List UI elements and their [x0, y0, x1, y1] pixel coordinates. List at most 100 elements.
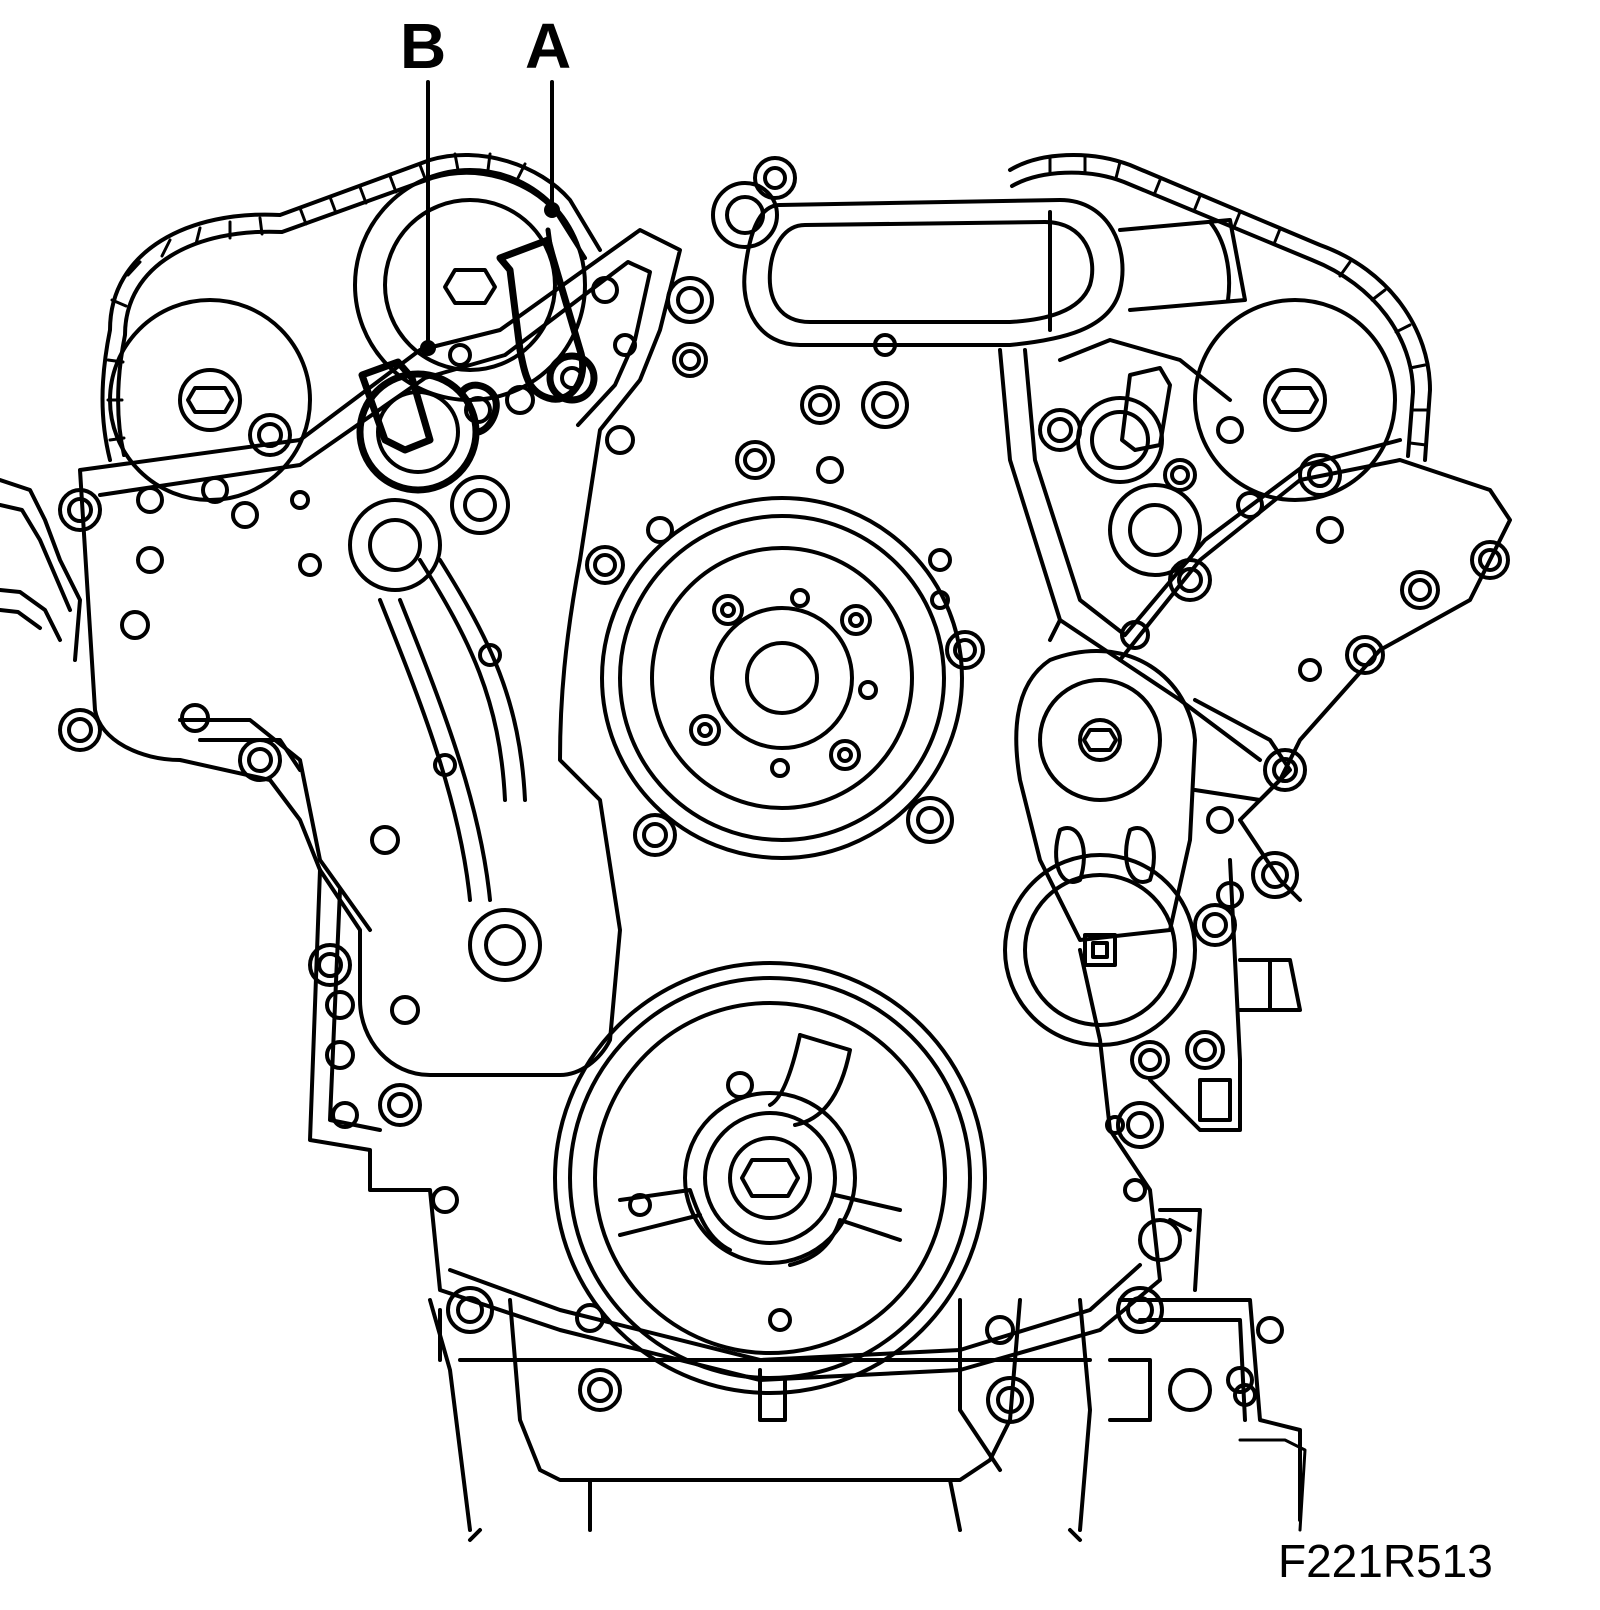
bolt-head [370, 825, 400, 855]
bolt-head [448, 343, 472, 367]
bolt-head [390, 995, 420, 1025]
bolt-washer [1126, 1111, 1154, 1139]
bolt-head [1298, 453, 1342, 497]
bolt-head [605, 425, 635, 455]
bolt-washer [1047, 417, 1073, 443]
bolt-head [816, 456, 844, 484]
bolt-head [1298, 658, 1322, 682]
bolt-head [1105, 1115, 1125, 1135]
bolt-head [1108, 483, 1202, 577]
bolt-washer [916, 806, 944, 834]
bolt-head [201, 476, 229, 504]
bolt-head [58, 488, 102, 532]
bolt-washer [1138, 1048, 1162, 1072]
right-camshaft-sprocket [1193, 298, 1397, 502]
bolt-head [1163, 458, 1197, 492]
bolt-washer [387, 1092, 413, 1118]
bolt-washer [257, 422, 283, 448]
bolt-head [298, 553, 322, 577]
bolt-head [1185, 1030, 1225, 1070]
bolt-head [120, 610, 150, 640]
bolt-head [325, 990, 355, 1020]
water-pump-pulley [600, 496, 964, 860]
bolt-head [1236, 491, 1264, 519]
bolts [58, 276, 1510, 1424]
bolt-head [1316, 516, 1344, 544]
bolt-washer [1170, 465, 1190, 485]
bolt-head [290, 490, 310, 510]
right-chain-links [1048, 153, 1430, 447]
bolt-washer [247, 747, 273, 773]
bolt-head [646, 516, 674, 544]
right-timing-cover [998, 348, 1512, 902]
bolt-head [348, 498, 442, 592]
bolt-head [861, 381, 909, 429]
belt-tensioner [1003, 649, 1292, 1047]
bolt-head [446, 1286, 494, 1334]
bolt-washer [996, 1386, 1024, 1414]
bolt-washer [1126, 1296, 1154, 1324]
figure-code: F221R513 [1278, 1535, 1493, 1587]
bolt-head [585, 545, 625, 585]
bolt-head [136, 546, 164, 574]
bolt-head [1233, 1383, 1257, 1407]
bolt-washer [1478, 548, 1502, 572]
bolt-head [1263, 748, 1307, 792]
bolt-washer [317, 952, 343, 978]
crankshaft-damper [553, 961, 987, 1395]
bolt-head [1168, 558, 1212, 602]
bolt-washer [676, 286, 704, 314]
bolt-washer [743, 448, 767, 472]
bolt-washer [871, 391, 899, 419]
bolt-head [578, 1368, 622, 1412]
bolt-head [248, 413, 292, 457]
bolt-washer [1353, 643, 1377, 667]
bolt-head [238, 738, 282, 782]
bolt-head [308, 943, 352, 987]
bolt-head [478, 643, 502, 667]
bolt-head [505, 385, 535, 415]
bolt-washer [1272, 757, 1298, 783]
bolt-head [1256, 1316, 1284, 1344]
sensor-b [356, 358, 500, 494]
bolt-head [331, 1101, 359, 1129]
bolt-head [1193, 903, 1237, 947]
bolt-head [431, 1186, 459, 1214]
bolt-head [1123, 1178, 1147, 1202]
left-edge-connectors [0, 478, 82, 662]
bolt-washer [593, 553, 617, 577]
bolt-washer [67, 497, 93, 523]
bolt-washer [1307, 462, 1333, 488]
bolt-washer [456, 1296, 484, 1324]
bolt-head [468, 908, 542, 982]
bolt-washer [808, 393, 832, 417]
leader-dot-a [544, 202, 560, 218]
bolt-head [1116, 1286, 1164, 1334]
bolt-washer [484, 924, 526, 966]
bolt-washer [953, 638, 977, 662]
right-timing-chain [1008, 153, 1432, 462]
left-timing-cover [78, 228, 682, 1077]
bolt-washer [642, 822, 668, 848]
bolt-head [378, 1083, 422, 1127]
bolt-washer [1193, 1038, 1217, 1062]
bolt-head [800, 385, 840, 425]
bolt-washer [679, 349, 701, 371]
bolt-head [633, 813, 677, 857]
bolt-head [1251, 851, 1299, 899]
bolt-head [136, 486, 164, 514]
bolt-head [945, 630, 985, 670]
bolt-head [873, 333, 897, 357]
bolt-head [928, 548, 952, 572]
bolt-washer [1177, 567, 1203, 593]
right-aux-bracket [1148, 858, 1302, 1132]
bolt-head [1400, 570, 1440, 610]
bolt-head [1120, 620, 1150, 650]
bolt-head [1130, 1040, 1170, 1080]
leader-dot-b [420, 340, 436, 356]
bolt-head [1216, 416, 1244, 444]
right-bank-sensor [1058, 338, 1232, 484]
bolt-head [906, 796, 954, 844]
bolt-head [666, 276, 714, 324]
